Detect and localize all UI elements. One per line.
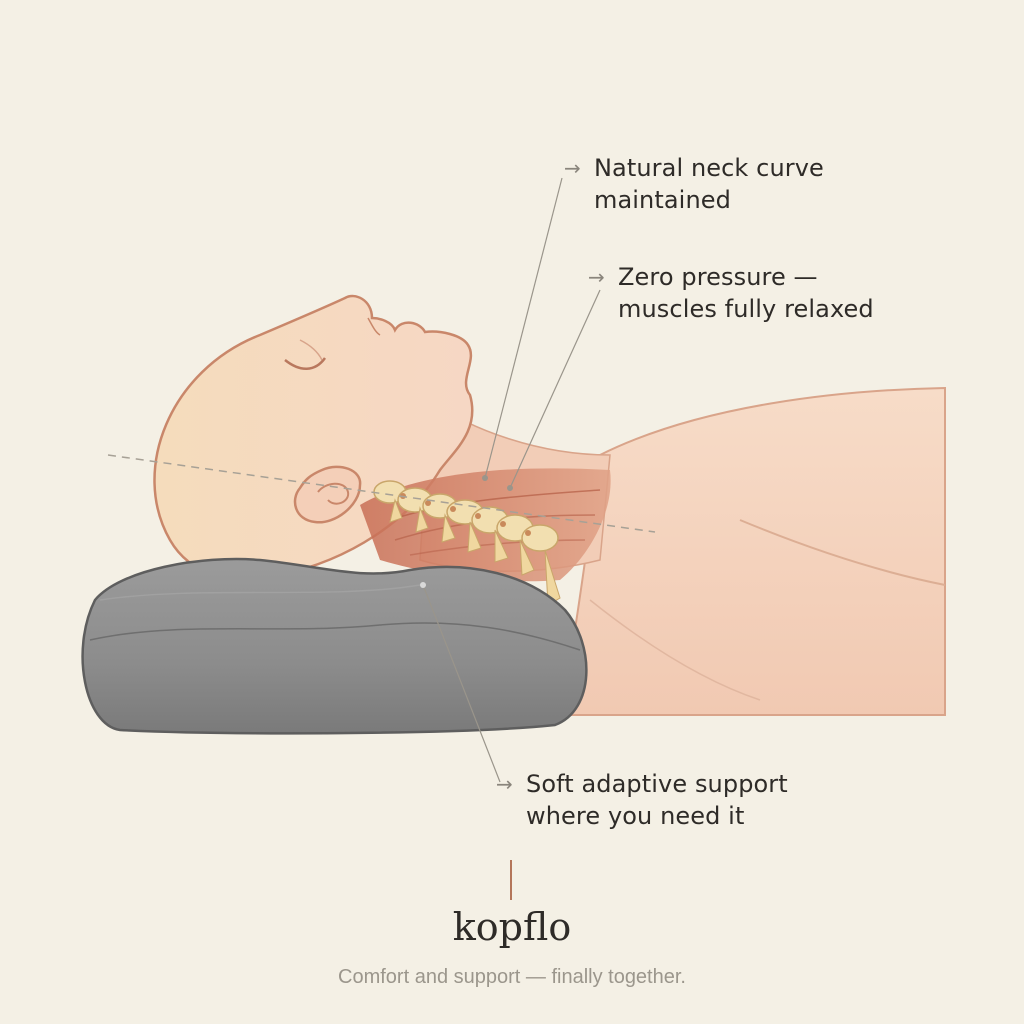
ear bbox=[293, 465, 362, 524]
torso bbox=[558, 386, 946, 716]
chest-contour bbox=[739, 519, 946, 586]
brand-divider bbox=[510, 860, 512, 900]
callout-line: maintained bbox=[594, 186, 731, 214]
closed-eye bbox=[284, 357, 327, 370]
brand-tagline: Comfort and support — finally together. bbox=[338, 966, 686, 988]
pillow-seam bbox=[89, 622, 581, 651]
arrow-icon: → bbox=[588, 265, 605, 289]
leader-line-neck-curve bbox=[484, 177, 563, 479]
callout-line: Soft adaptive support bbox=[526, 770, 788, 798]
callout-neck-curve: → Natural neck curve maintained bbox=[564, 152, 824, 216]
cervical-spine bbox=[373, 480, 561, 606]
shoulder-contour bbox=[589, 599, 761, 701]
callout-zero-pressure: → Zero pressure — muscles fully relaxed bbox=[588, 261, 874, 325]
callout-line: Natural neck curve bbox=[594, 154, 824, 182]
leader-line-soft-support bbox=[422, 584, 501, 783]
pillow bbox=[81, 557, 588, 735]
callout-line: Zero pressure — bbox=[618, 263, 818, 291]
leader-line-zero-pressure bbox=[509, 289, 601, 489]
brand-logo: kopflo bbox=[452, 905, 572, 949]
arrow-icon: → bbox=[496, 772, 513, 796]
callout-soft-support: → Soft adaptive support where you need i… bbox=[496, 768, 788, 832]
callout-line: muscles fully relaxed bbox=[618, 295, 874, 323]
arrow-icon: → bbox=[564, 156, 581, 180]
callout-line: where you need it bbox=[526, 802, 745, 830]
